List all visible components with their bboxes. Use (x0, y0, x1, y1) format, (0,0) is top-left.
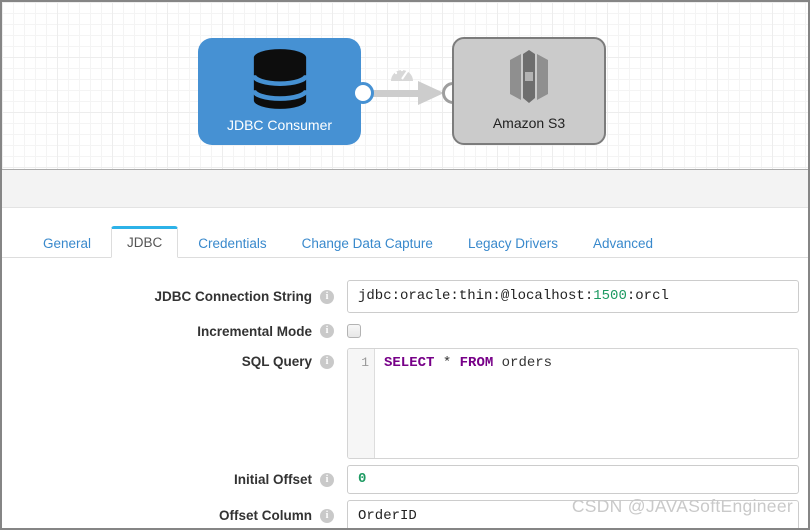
database-icon (251, 49, 308, 109)
node-jdbc-consumer[interactable]: JDBC Consumer (198, 38, 361, 145)
tab-advanced[interactable]: Advanced (592, 236, 654, 251)
config-panel-spacer (2, 208, 808, 227)
connector-arrowhead-icon (418, 81, 444, 105)
tab-general[interactable]: General (43, 236, 92, 251)
incremental-mode-checkbox[interactable] (347, 324, 361, 338)
field-label: Initial Offset (233, 472, 312, 487)
field-label: SQL Query (241, 354, 312, 369)
jdbc-config-form: JDBC Connection String i jdbc:oracle:thi… (2, 258, 808, 528)
initial-offset-value: 0 (358, 471, 367, 487)
editor-gutter: 1 (348, 349, 375, 458)
offset-column-value: OrderID (358, 508, 417, 524)
info-icon[interactable]: i (320, 354, 334, 369)
connection-string-text: jdbc:oracle:thin:@localhost: (358, 288, 594, 304)
field-sql-query: SQL Query i 1 SELECT * FROM orders (2, 348, 808, 459)
field-incremental-mode: Incremental Mode i (2, 322, 808, 340)
sql-query-editor[interactable]: 1 SELECT * FROM orders (347, 348, 799, 459)
connector-line (363, 90, 433, 97)
metrics-gauge-icon (391, 68, 413, 81)
field-initial-offset: Initial Offset i 0 (2, 465, 808, 494)
info-icon[interactable]: i (320, 324, 334, 338)
pipeline-canvas[interactable]: JDBC Consumer Amazon S3 (2, 2, 808, 169)
tab-legacy-drivers[interactable]: Legacy Drivers (467, 236, 558, 251)
node-label: JDBC Consumer (226, 117, 333, 133)
sql-keyword: FROM (459, 355, 494, 371)
connection-string-sid: :orcl (626, 288, 669, 304)
jdbc-connection-string-input[interactable]: jdbc:oracle:thin:@localhost:1500:orcl (347, 280, 799, 313)
tab-jdbc[interactable]: JDBC (111, 226, 179, 258)
info-icon[interactable]: i (320, 508, 334, 523)
initial-offset-input[interactable]: 0 (347, 465, 799, 494)
field-label: Incremental Mode (197, 323, 312, 339)
field-label: Offset Column (219, 508, 312, 523)
sql-identifier: orders (493, 355, 553, 371)
amazon-s3-icon (510, 50, 548, 103)
editor-code-area[interactable]: SELECT * FROM orders (375, 349, 798, 458)
field-jdbc-connection-string: JDBC Connection String i jdbc:oracle:thi… (2, 280, 808, 313)
field-offset-column: Offset Column i OrderID (2, 500, 808, 528)
info-icon[interactable]: i (320, 289, 334, 304)
output-port[interactable] (352, 82, 374, 104)
connection-string-port: 1500 (593, 288, 627, 304)
sql-operator: * (434, 355, 460, 371)
line-number: 1 (361, 355, 369, 370)
config-tab-bar: General JDBC Credentials Change Data Cap… (2, 226, 808, 258)
node-amazon-s3[interactable]: Amazon S3 (452, 37, 606, 145)
offset-column-input[interactable]: OrderID (347, 500, 799, 528)
tab-change-data-capture[interactable]: Change Data Capture (301, 236, 433, 251)
config-panel-header (2, 169, 808, 208)
info-icon[interactable]: i (320, 472, 334, 487)
node-label: Amazon S3 (492, 115, 566, 131)
sql-keyword: SELECT (384, 355, 435, 371)
field-label: JDBC Connection String (154, 289, 313, 304)
tab-credentials[interactable]: Credentials (198, 236, 267, 251)
